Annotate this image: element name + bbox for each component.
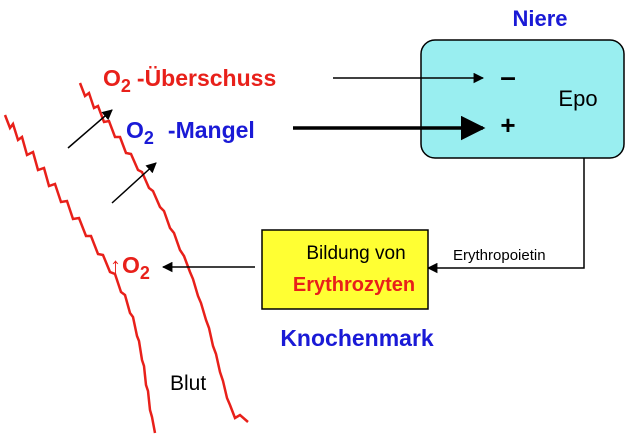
bone-marrow-line2: Erythrozyten [293,274,415,296]
blood-label: Blut [170,372,206,395]
oxygen-deficit-text: -Mangel [168,117,255,143]
oxygen-deficit-symbol: O [126,117,144,143]
oxygen-excess-label: O2 -Überschuss [103,65,276,96]
bone-marrow-title: Knochenmark [280,325,434,351]
kidney-plus-sign: + [500,110,515,140]
oxygen-excess-symbol: O [103,65,121,91]
oxygen-deficit-label: O2 -Mangel [126,117,255,148]
oxygen-excess-diffusion-arrow [67,109,113,149]
oxygen-increase-subscript: 2 [140,263,150,283]
bone-marrow-line1: Bildung von [306,243,405,264]
kidney-minus-sign: – [500,61,516,92]
oxygen-excess-text: -Überschuss [137,65,276,91]
oxygen-increase-label: ↑O2 [110,252,150,283]
oxygen-deficit-diffusion-arrow [111,162,157,204]
erythropoietin-label: Erythropoietin [453,247,546,264]
blood-vessel-wall-left [3,114,157,434]
oxygen-excess-subscript: 2 [121,76,131,96]
kidney-title: Niere [512,6,567,31]
blood-vessel-wall-right [78,82,249,423]
oxygen-deficit-subscript: 2 [144,128,154,148]
erythropoietin-pathway-arrow [426,158,585,274]
bone-marrow-box [261,229,429,310]
kidney-hormone-label: Epo [558,86,597,111]
up-arrow-icon: ↑ [110,253,121,278]
oxygen-increase-symbol: O [122,252,140,278]
